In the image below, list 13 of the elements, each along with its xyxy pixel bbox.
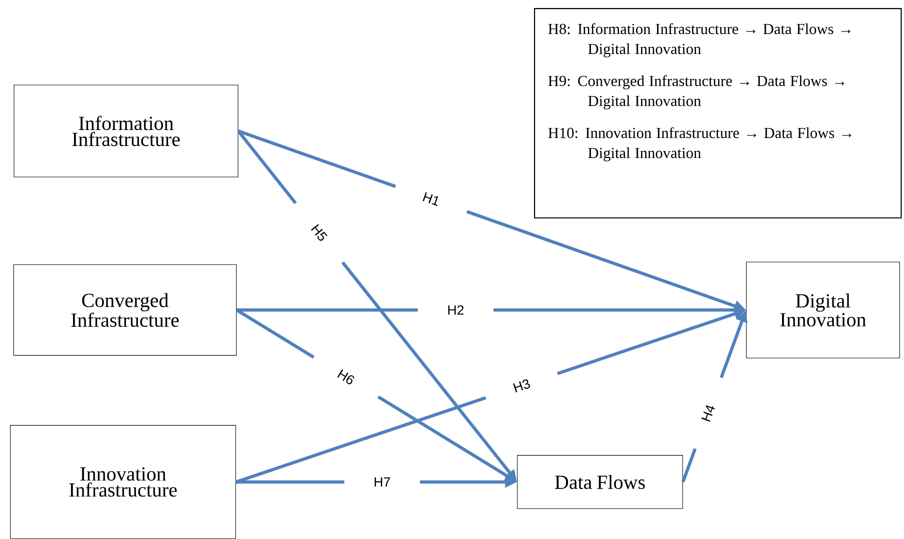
edge-label: H7: [344, 464, 420, 500]
construct-box: Innovation Infrastructure: [10, 425, 236, 539]
edge-label: H6: [304, 342, 388, 412]
edge-label: H5: [282, 192, 357, 274]
edge-label: H3: [480, 356, 564, 415]
hypotheses-box: H8: Information Infrastructure → Data Flows → Digital Innovation H9: Converged Infrastructure → Data Flows → Digital Innovation H10: Innovation Infrastructure → Data Flows → Digital Innovation: [534, 8, 902, 218]
construct-box: Digital Innovation: [746, 262, 900, 358]
construct-box: Data Flows: [517, 455, 683, 509]
edge-label: H4: [678, 371, 738, 455]
construct-box: Converged Infrastructure: [13, 264, 237, 356]
edge-label: H1: [390, 170, 473, 228]
edge-label: H2: [418, 292, 494, 328]
construct-box: Information Infrastructure: [14, 84, 238, 178]
